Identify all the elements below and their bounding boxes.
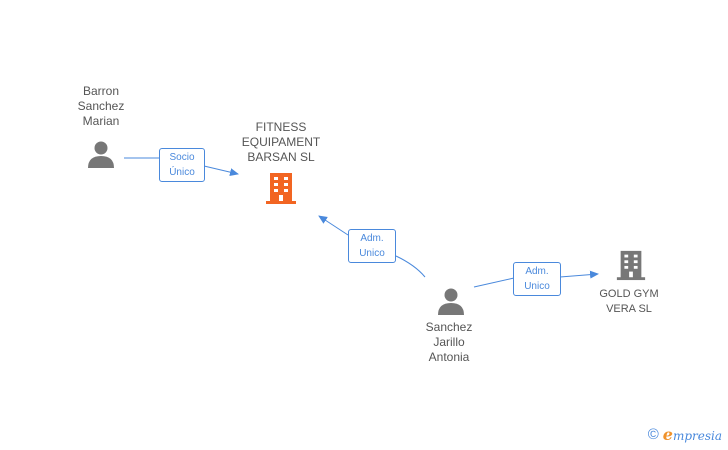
node-label-line: GOLD GYM: [599, 288, 659, 300]
node-label-line: FITNESS: [255, 120, 307, 134]
edge-adm2-line: [473, 277, 515, 288]
node-label-line: VERA SL: [606, 303, 652, 315]
node-label-line: Sanchez: [77, 99, 125, 113]
building-icon[interactable]: [264, 171, 298, 205]
edge-label-adm-fitness[interactable]: Adm. Unico: [348, 229, 396, 263]
node-label-fitness[interactable]: FITNESS EQUIPAMENT BARSAN SL: [226, 120, 336, 165]
node-label-line: BARSAN SL: [247, 150, 315, 164]
edge-label-socio[interactable]: Socio Único: [159, 148, 205, 182]
edge-socio-arrow: [203, 165, 239, 177]
node-label-line: EQUIPAMENT: [241, 135, 321, 149]
edge-label-line: Unico: [359, 248, 385, 259]
node-label-line: Jarillo: [433, 335, 465, 349]
node-label-line: Sanchez: [425, 320, 473, 334]
node-label-barron[interactable]: Barron Sanchez Marian: [61, 84, 141, 129]
node-label-sanchez[interactable]: Sanchez Jarillo Antonia: [409, 320, 489, 365]
node-label-goldgym[interactable]: GOLD GYM VERA SL: [584, 287, 674, 317]
edge-adm2-arrow: [559, 270, 599, 279]
brand-logo: empresia: [663, 425, 722, 444]
person-icon[interactable]: [86, 139, 116, 169]
copyright-icon: ©: [647, 425, 659, 443]
node-label-line: Barron: [82, 84, 120, 98]
person-icon[interactable]: [436, 286, 466, 316]
node-label-line: Antonia: [428, 350, 470, 364]
brand-rest: mpresia: [672, 428, 722, 443]
edge-label-line: Adm.: [525, 266, 549, 277]
edge-adm1-arrow: [318, 215, 349, 236]
edge-adm1-line: [395, 255, 426, 278]
edge-label-line: Adm.: [360, 233, 384, 244]
edge-label-line: Unico: [524, 281, 550, 292]
edge-label-line: Socio: [169, 152, 195, 163]
edge-label-line: Único: [169, 167, 195, 178]
brand-initial: e: [662, 424, 673, 444]
node-label-line: Marian: [82, 114, 120, 128]
edge-label-adm-goldgym[interactable]: Adm. Unico: [513, 262, 561, 296]
building-icon[interactable]: [615, 248, 647, 282]
brand-watermark: © empresia: [648, 424, 722, 444]
